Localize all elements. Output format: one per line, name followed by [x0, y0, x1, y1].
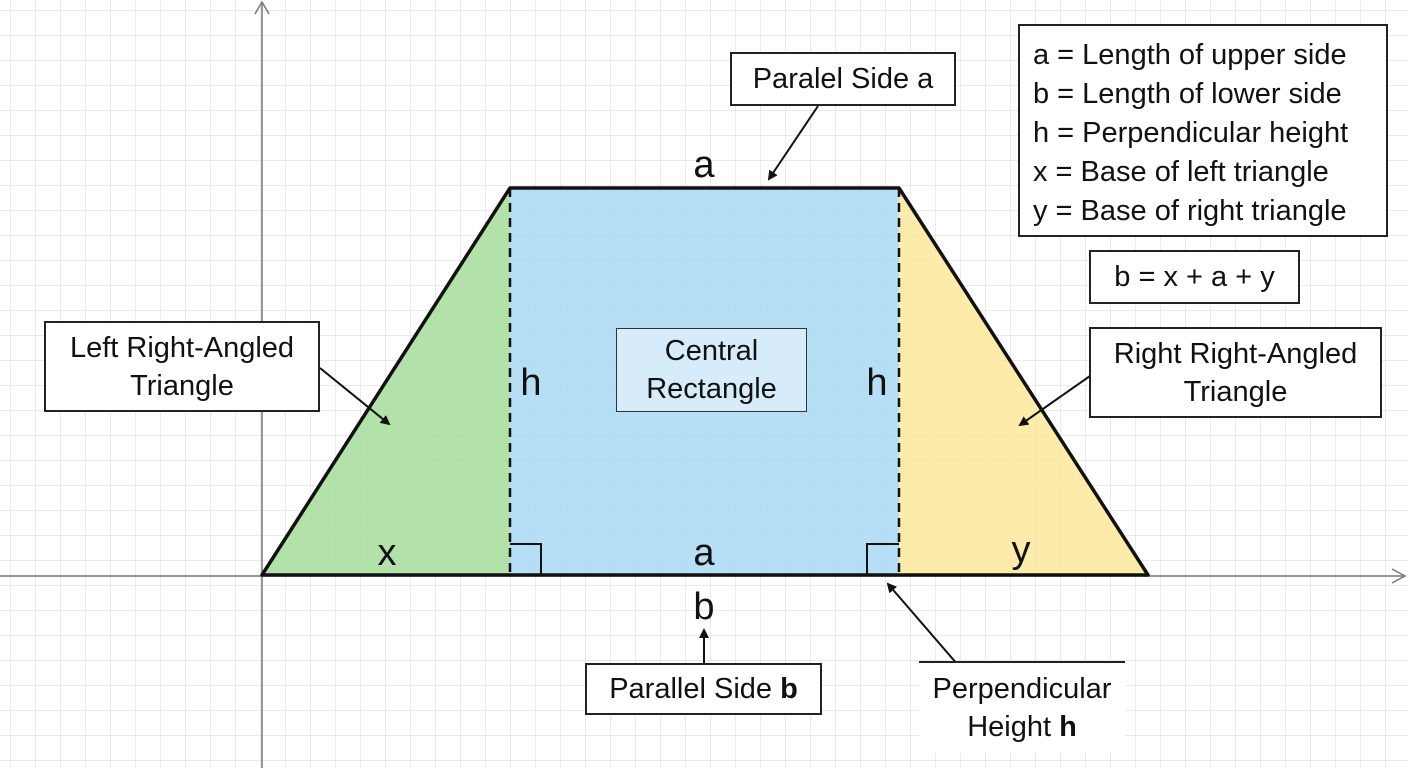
- callout-parallel-side-b-text: Parallel Side: [609, 673, 781, 705]
- legend-box: a = Length of upper side b = Length of l…: [1018, 24, 1388, 237]
- label-right-h: h: [866, 362, 888, 404]
- callout-left-triangle: Left Right-Angled Triangle: [44, 321, 320, 412]
- formula-box: b = x + a + y: [1089, 250, 1300, 304]
- legend-item-x: x = Base of left triangle: [1033, 156, 1329, 188]
- arrow-left-triangle: [319, 367, 391, 426]
- callout-right-triangle-line2: Triangle: [1183, 375, 1288, 408]
- right-right-angle-marker: [866, 543, 899, 575]
- formula-text: b = x + a + y: [1114, 260, 1275, 293]
- label-bottom-a: a: [693, 532, 715, 574]
- callout-perp-line2-text: Height: [967, 710, 1060, 743]
- legend-item-a: a = Length of upper side: [1033, 39, 1347, 71]
- callout-perp-line2-bold: h: [1059, 710, 1077, 743]
- callout-central-line2: Rectangle: [646, 373, 777, 405]
- arrow-perpendicular-height: [886, 582, 959, 666]
- legend-item-b: b = Length of lower side: [1033, 78, 1342, 110]
- callout-perpendicular-height: Perpendicular Height h: [919, 661, 1125, 752]
- y-axis-arrow-icon: [254, 0, 270, 15]
- left-right-angle-marker: [510, 543, 542, 575]
- arrow-right-triangle: [1018, 375, 1091, 427]
- callout-parallel-side-b-bold: b: [780, 673, 798, 705]
- legend-item-h: h = Perpendicular height: [1033, 117, 1349, 149]
- callout-central-line1: Central: [664, 335, 759, 367]
- label-y: y: [1011, 529, 1031, 571]
- callout-central-rectangle: Central Rectangle: [616, 328, 807, 412]
- label-left-h: h: [520, 362, 542, 404]
- callout-right-triangle: Right Right-Angled Triangle: [1089, 327, 1382, 418]
- callout-left-triangle-line1: Left Right-Angled: [69, 331, 295, 364]
- label-top-a: a: [693, 144, 715, 186]
- label-b: b: [693, 586, 715, 628]
- callout-right-triangle-line1: Right Right-Angled: [1113, 337, 1358, 370]
- callout-parallel-side-a-text: Paralel Side a: [752, 63, 934, 95]
- callout-left-triangle-line2: Triangle: [130, 369, 234, 402]
- callout-parallel-side-b: Parallel Side b: [585, 663, 822, 715]
- callout-parallel-side-a: Paralel Side a: [730, 52, 956, 106]
- callout-perp-line1: Perpendicular: [932, 672, 1112, 705]
- x-axis-arrow-icon: [1391, 568, 1407, 584]
- label-x: x: [377, 532, 397, 574]
- legend-item-y: y = Base of right triangle: [1033, 195, 1347, 227]
- arrow-parallel-side-a: [767, 105, 819, 181]
